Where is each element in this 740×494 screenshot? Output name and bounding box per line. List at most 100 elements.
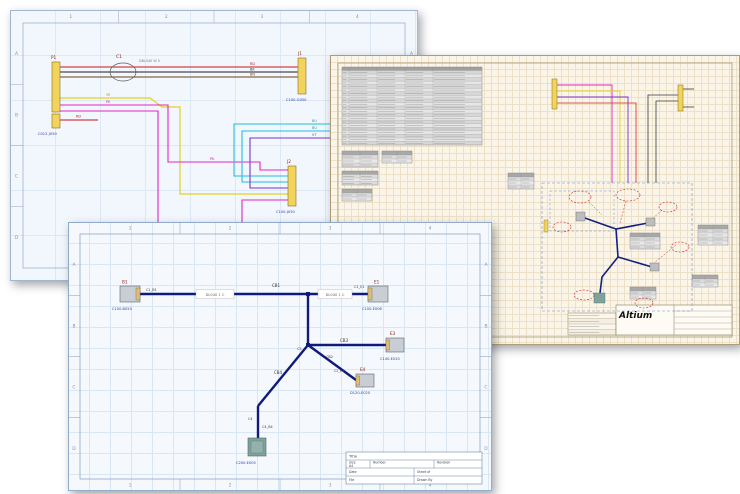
wire-label: BN	[250, 73, 255, 77]
callout-leader-4	[653, 244, 677, 264]
connector-b4-detail	[250, 440, 264, 454]
zone-label-row: C	[72, 385, 75, 391]
zone-label-col: 4	[429, 226, 432, 232]
harness-branch-b4	[257, 344, 309, 407]
wire-violet	[249, 137, 348, 189]
cable-bundle-ellipse	[109, 62, 137, 82]
sheet-harness-doc-canvas: Altium	[330, 55, 740, 345]
zone-label-col: 2	[165, 14, 168, 20]
connector-part-number: C140-E020	[380, 357, 401, 361]
callout-balloon	[552, 221, 572, 233]
zone-label-row: B	[484, 323, 487, 329]
zone-label-row: C	[15, 174, 18, 180]
wire-label: YE	[106, 93, 110, 97]
wire-dark-2	[655, 100, 678, 183]
connector-part-number: C012-J050	[38, 132, 57, 136]
wire-dark-1	[647, 94, 678, 183]
net-label: C1_E1	[354, 285, 365, 289]
layout-connector-5	[543, 219, 549, 233]
connector-designator: J1	[297, 51, 302, 56]
layout-connector-4	[593, 292, 606, 304]
callout-leader-1	[588, 201, 603, 216]
title-field: A4	[349, 464, 353, 468]
zone-label-col: 3	[329, 483, 332, 489]
wire-label: PK	[210, 157, 215, 161]
wire-pink	[557, 84, 613, 183]
title-field: Sheet of	[417, 470, 431, 474]
altium-logo: Altium	[618, 311, 652, 321]
wire-violet	[557, 96, 629, 183]
connector-left-lower	[51, 113, 61, 129]
connector-designator: J2	[286, 159, 291, 164]
connector-e3-pins	[385, 339, 390, 351]
zone-label-row: A	[410, 51, 414, 57]
harness-branch-down	[599, 228, 619, 294]
wire-label-box	[195, 289, 235, 299]
table-small-9-border	[629, 286, 657, 300]
junction-node	[306, 292, 310, 296]
wire-label: RD	[76, 115, 81, 119]
wire-label: VT	[312, 133, 317, 137]
segment-label: CB2	[326, 355, 333, 359]
segment-label: CB3	[340, 338, 349, 343]
callout-balloon	[573, 289, 595, 301]
title-field: Revision	[437, 461, 450, 465]
title-field: Date	[349, 470, 357, 474]
wire-label: RD	[250, 62, 255, 66]
connector-e4-pins	[355, 375, 360, 386]
wire-yellow	[60, 97, 288, 195]
title-field: Number	[373, 461, 386, 465]
table-small-6-border	[629, 232, 661, 250]
zone-label-col: 3	[260, 14, 263, 20]
harness-branch-main	[581, 216, 649, 230]
zone-label-col: 4	[429, 483, 432, 489]
wire-label: BK	[250, 68, 255, 72]
layout-connector-1	[575, 211, 586, 222]
callout-leader-2	[619, 200, 627, 224]
layout-outline	[541, 182, 693, 312]
bundle-designator: C1	[116, 54, 122, 60]
wire-label: BU	[312, 126, 317, 130]
table-small-7-border	[697, 224, 729, 246]
connector-part-number: D120-E020	[350, 391, 371, 395]
sheet-outer-border	[68, 222, 492, 491]
callout-balloon	[658, 201, 678, 213]
zone-label-row: A	[484, 262, 488, 268]
wire-label: BU	[312, 119, 317, 123]
table-small-1-border	[341, 150, 379, 168]
zone-label-col: 1	[129, 226, 132, 232]
callout-balloon	[568, 190, 592, 204]
bundle-type-label: DBL040 W 0	[139, 59, 160, 63]
connector-b1-pins	[135, 287, 141, 301]
connector-designator: P1	[51, 55, 57, 60]
connector-part-number: C100-G050	[286, 98, 307, 102]
zone-label-col: 2	[229, 226, 232, 232]
zone-label-row: C	[484, 385, 487, 391]
junction-node	[306, 343, 310, 347]
layout-connector-2	[645, 217, 656, 227]
harness-branch-e4	[307, 344, 357, 381]
connector-designator: E1	[374, 280, 380, 285]
table-small-5-border	[507, 172, 535, 190]
wire-cyan-2	[241, 130, 348, 183]
connector-e1-pins	[367, 287, 373, 301]
wire-pink-1	[60, 104, 288, 171]
wire-label-box	[317, 289, 353, 299]
title-field: Drawn By	[417, 478, 433, 482]
wire-bundle-label: DL040 1 C	[326, 293, 345, 297]
table-small-4-border	[381, 150, 413, 164]
wiring-list-table-row	[342, 67, 482, 71]
harness-branch-right	[617, 256, 653, 268]
zone-label-col: 2	[229, 483, 232, 489]
zone-label-row: D	[484, 446, 488, 452]
connector-part-number: C100-J050	[276, 210, 295, 214]
net-label: C1_B1	[146, 288, 157, 292]
connector-part-number: C100-E006	[362, 307, 383, 311]
connector-left-upper	[51, 61, 61, 113]
zone-label-col: 4	[356, 14, 359, 20]
connector-designator: B1	[122, 280, 128, 285]
wire-bundle-label: DL040 1 C	[206, 293, 225, 297]
zone-label-col: 3	[329, 226, 332, 232]
table-small-2-border	[341, 170, 379, 186]
connector-top-right	[677, 84, 684, 112]
